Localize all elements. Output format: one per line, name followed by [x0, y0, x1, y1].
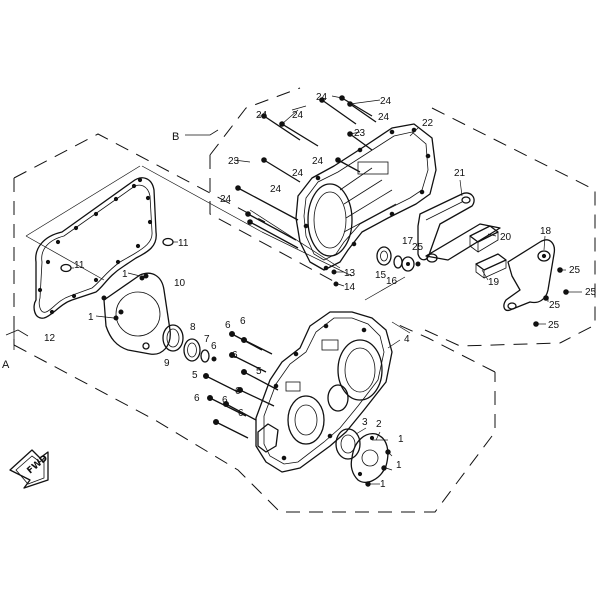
bracket-18: [503, 239, 556, 312]
callout-18: 18: [540, 226, 552, 237]
dashed-boundary-lower: [13, 133, 496, 513]
seal-9: [162, 324, 184, 352]
callout-24: 24: [220, 194, 232, 205]
transmission-housing-4: [255, 311, 393, 473]
pin-6-small: [211, 356, 217, 362]
callout-9: 9: [164, 358, 170, 369]
callout-5: 5: [256, 366, 262, 377]
callout-6: 6: [232, 350, 238, 361]
callout-24: 24: [378, 112, 390, 123]
callout-25: 25: [585, 287, 597, 298]
bracket-21: [417, 192, 501, 263]
forward-arrow-icon: FWD: [9, 449, 50, 489]
outer-cover-12: [33, 177, 157, 319]
callout-11: 11: [178, 238, 189, 249]
clutch-housing-22: [295, 123, 437, 271]
callout-13: 13: [344, 268, 356, 279]
spacer-20: [469, 225, 499, 253]
callout-3: 3: [362, 417, 368, 428]
callout-20: 20: [500, 232, 512, 243]
washer-16: [393, 255, 403, 269]
cover-plate-2: [350, 433, 389, 483]
callout-1: 1: [398, 434, 404, 445]
callout-25: 25: [548, 320, 560, 331]
bearing-8: [183, 338, 201, 362]
inner-cover-10: [103, 272, 171, 355]
callout-24: 24: [312, 156, 324, 167]
section-marker-a: [5, 329, 29, 350]
callout-24: 24: [292, 110, 304, 121]
callout-24: 24: [256, 110, 268, 121]
forward-marker-text: FWD: [26, 454, 50, 477]
callout-1: 1: [88, 312, 94, 323]
section-label-a: A: [2, 359, 10, 371]
ring-7: [200, 349, 210, 363]
callout-23: 23: [228, 156, 240, 167]
callout-1: 1: [122, 269, 128, 280]
callout-5: 5: [192, 370, 198, 381]
bolt-25-mid: [415, 261, 421, 267]
callout-24: 24: [270, 184, 282, 195]
bolt-6-set: [207, 331, 275, 439]
plug-13-14: [331, 269, 345, 287]
callout-15: 15: [375, 270, 387, 281]
dashed-boundary-upper: [209, 87, 596, 347]
bolt-5-set: [203, 369, 279, 393]
callout-11: 11: [74, 260, 85, 271]
seal-15: [376, 246, 392, 266]
callout-6: 6: [194, 393, 200, 404]
callout-17: 17: [402, 236, 414, 247]
callout-6: 6: [222, 395, 228, 406]
callout-22: 22: [422, 118, 434, 129]
dowel-pin-11: [60, 237, 178, 273]
callout-1: 1: [396, 460, 402, 471]
callout-1: 1: [380, 479, 386, 490]
callout-19: 19: [488, 277, 500, 288]
callout-25: 25: [412, 242, 424, 253]
block-19: [475, 253, 507, 279]
callout-2: 2: [376, 419, 382, 430]
callout-leaders: [95, 95, 582, 485]
section-marker-b: [185, 129, 219, 136]
bearing-3: [335, 428, 361, 460]
callout-25: 25: [549, 300, 561, 311]
callout-24: 24: [292, 168, 304, 179]
callout-10: 10: [174, 278, 186, 289]
callout-6: 6: [240, 316, 246, 327]
callout-24: 24: [380, 96, 392, 107]
callout-6: 6: [225, 320, 231, 331]
callout-16: 16: [386, 276, 398, 287]
washer-17: [401, 256, 415, 272]
callout-6: 6: [211, 341, 217, 352]
callout-12: 12: [44, 333, 56, 344]
callout-21: 21: [454, 168, 466, 179]
callout-25: 25: [569, 265, 581, 276]
bolt-25-set: [533, 267, 569, 327]
callout-7: 7: [204, 334, 210, 345]
callout-23: 23: [354, 128, 366, 139]
callout-14: 14: [344, 282, 356, 293]
bolt-24-set: [235, 95, 377, 249]
callout-6: 6: [235, 386, 241, 397]
assembly-leader-lines: [25, 165, 411, 334]
callout-6: 6: [238, 408, 244, 419]
section-label-b: B: [172, 131, 179, 143]
callout-4: 4: [404, 334, 410, 345]
callout-8: 8: [190, 322, 196, 333]
callout-24: 24: [316, 92, 328, 103]
